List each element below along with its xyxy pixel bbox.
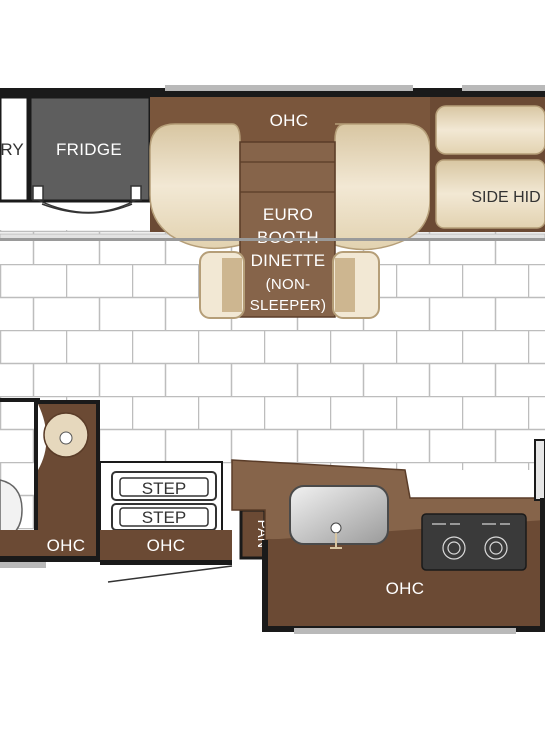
dinette-table — [239, 141, 336, 318]
fridge-label: FRIDGE — [56, 140, 122, 159]
dinette-chair-right — [332, 251, 380, 319]
right-edge-cabinet — [534, 439, 545, 501]
step-1: STEP — [111, 471, 217, 501]
kitchen-sink — [289, 485, 389, 545]
sink-faucet-icon — [330, 533, 342, 549]
top-wall — [0, 88, 545, 97]
dinette-chair-left — [199, 251, 245, 319]
dinette-seat-right — [334, 123, 431, 251]
ohc-kitchen-label: OHC — [386, 579, 425, 598]
sink-drain — [59, 431, 73, 445]
step-1-label: STEP — [142, 479, 186, 498]
kitchen-slide-wall-left — [262, 540, 268, 632]
dinette-label-5: SLEEPER) — [250, 297, 327, 314]
dinette-label-1: EURO — [263, 205, 313, 224]
step-2: STEP — [111, 503, 217, 531]
side-hide-label: SIDE HID — [471, 189, 540, 206]
dinette-label-4: (NON- — [266, 276, 311, 293]
sofa-seat — [435, 159, 545, 229]
slide-rail-bottom-left — [0, 562, 46, 568]
dinette-label-3: DINETTE — [251, 251, 326, 270]
ohc-top-label: OHC — [270, 111, 309, 130]
bottom-wall-left — [0, 556, 100, 562]
slide-wall-right — [540, 498, 545, 632]
left-wall-stub — [0, 398, 40, 402]
ohc-step-label: OHC — [147, 536, 186, 555]
ohc-bath-label: OHC — [47, 536, 86, 555]
toilet-cabinet — [0, 530, 38, 558]
fridge — [28, 95, 152, 203]
cooktop — [421, 513, 527, 571]
pantry-cabinet — [0, 95, 30, 203]
slide-rail-top-1 — [165, 85, 413, 91]
step-ohc-cabinet — [100, 530, 232, 560]
entry-door — [107, 565, 233, 583]
fridge-door-hinges — [32, 185, 142, 214]
floor-tile-area-lower — [100, 380, 545, 470]
dinette-label-2: BOOTH — [257, 228, 319, 247]
entry-threshold — [100, 560, 232, 565]
slide-rail-top-2 — [462, 85, 545, 91]
pantry-label: RY — [0, 140, 23, 159]
slide-rail-bottom-kitchen — [294, 628, 516, 634]
dinette-floor-rail — [0, 238, 545, 241]
burner-icons — [432, 523, 510, 560]
dinette-seat-left — [149, 123, 241, 250]
kitchen-sink-drain — [330, 522, 342, 534]
sofa-back — [435, 105, 545, 155]
step-2-label: STEP — [142, 508, 186, 527]
